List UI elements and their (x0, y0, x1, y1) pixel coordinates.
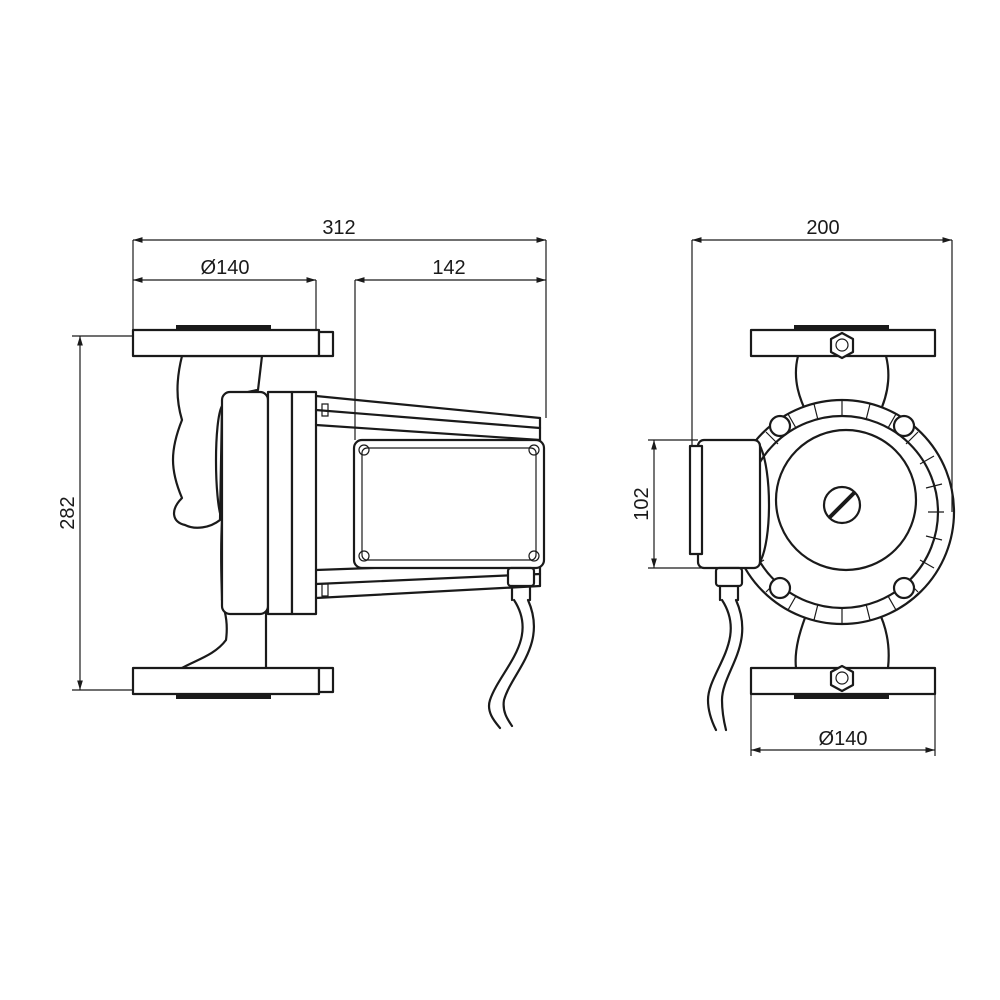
top-flange-gasket (176, 325, 271, 330)
housing-inner-curve (214, 404, 224, 522)
front-terminal-box (696, 438, 762, 570)
top-flange-bolt (317, 330, 335, 358)
front-terminal-curve (758, 444, 771, 564)
front-cable-nut (718, 584, 740, 602)
motor-front-plate (220, 390, 270, 616)
side-view: 312 Ø140 142 282 (57, 217, 547, 730)
cable-gland (506, 566, 536, 588)
vent-screw-slot (827, 490, 857, 520)
front-cable-gland (714, 566, 744, 588)
top-flange (131, 328, 321, 358)
motor-tabs (321, 403, 329, 597)
front-bolt-tr (892, 414, 916, 438)
front-top-nut (829, 331, 855, 360)
front-terminal-lid (688, 444, 704, 556)
front-cable (706, 598, 732, 732)
motor-fins-top (314, 394, 542, 442)
front-bottom-gasket (794, 694, 889, 699)
terminal-screw-br (528, 550, 540, 562)
dim-height: 282 (57, 496, 79, 529)
terminal-box (352, 438, 546, 570)
dim-front-flange-diameter: Ø140 (819, 728, 868, 750)
terminal-screw-tl (358, 444, 370, 456)
bottom-flange (131, 666, 321, 696)
front-top-gasket (794, 325, 889, 330)
front-bolt-tl (768, 414, 792, 438)
dim-motor-length: 142 (432, 257, 465, 279)
dim-side-flange-diameter: Ø140 (201, 257, 250, 279)
front-bottom-nut (829, 664, 855, 693)
motor-ring-2 (290, 390, 318, 616)
cable-gland-nut (510, 584, 532, 602)
dim-front-width: 200 (806, 217, 839, 239)
front-bolt-bl (768, 576, 792, 600)
dim-overall-length: 312 (322, 217, 355, 239)
front-cable-edge (720, 598, 744, 732)
dim-terminal-box-height: 102 (631, 487, 653, 520)
terminal-screw-bl (358, 550, 370, 562)
motor-ring-1 (266, 390, 294, 616)
terminal-box-lid (361, 447, 537, 561)
front-view: 200 102 Ø140 (631, 217, 956, 756)
cable-edge (502, 598, 535, 728)
bottom-flange-gasket (176, 694, 271, 699)
cable (487, 598, 524, 730)
front-bolt-br (892, 576, 916, 600)
bottom-flange-bolt (317, 666, 335, 694)
terminal-screw-tr (528, 444, 540, 456)
